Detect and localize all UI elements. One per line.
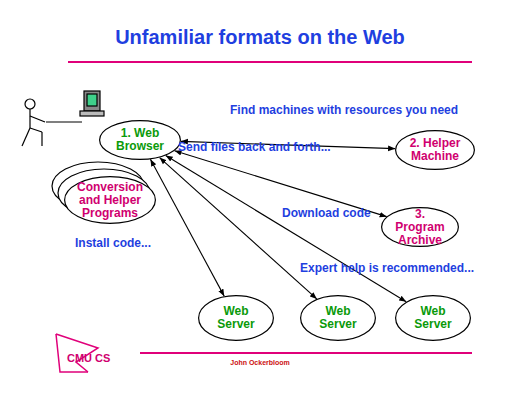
ellipse-node: Web Server <box>395 295 471 341</box>
node-label: 1. Web Browser <box>112 127 168 153</box>
annotation: Install code... <box>75 236 151 250</box>
node-label: Web Server <box>211 305 261 331</box>
node-label: Conversion and Helper Programs <box>73 181 147 220</box>
arrow-connector <box>150 159 224 296</box>
node-label: Web Server <box>313 305 363 331</box>
annotation: Download code <box>282 206 371 220</box>
node-label: Web Server <box>408 305 458 331</box>
ellipse-node: Web Server <box>198 295 274 341</box>
arrow-connector <box>166 156 407 302</box>
annotation: CMU CS <box>67 352 110 364</box>
user-at-computer <box>22 91 104 146</box>
ellipse-node: 1. Web Browser <box>99 120 181 160</box>
arrow-connector <box>160 158 317 299</box>
annotation: Expert help is recommended... <box>300 261 474 275</box>
annotation: Find machines with resources you need <box>230 103 458 117</box>
annotation: John Ockerbloom <box>230 359 290 366</box>
ellipse-node: 2. Helper Machine <box>395 130 475 170</box>
title-rule <box>68 61 472 63</box>
ellipse-node: Conversion and Helper Programs <box>64 176 156 224</box>
node-label: 2. Helper Machine <box>406 137 464 163</box>
footer-rule <box>140 352 472 354</box>
ellipse-node: 3. Program Archive <box>381 207 459 247</box>
ellipse-node: Web Server <box>300 295 376 341</box>
node-label: 3. Program Archive <box>390 208 450 247</box>
annotation: Send files back and forth... <box>178 140 331 154</box>
title: Unfamiliar formats on the Web <box>0 26 520 49</box>
